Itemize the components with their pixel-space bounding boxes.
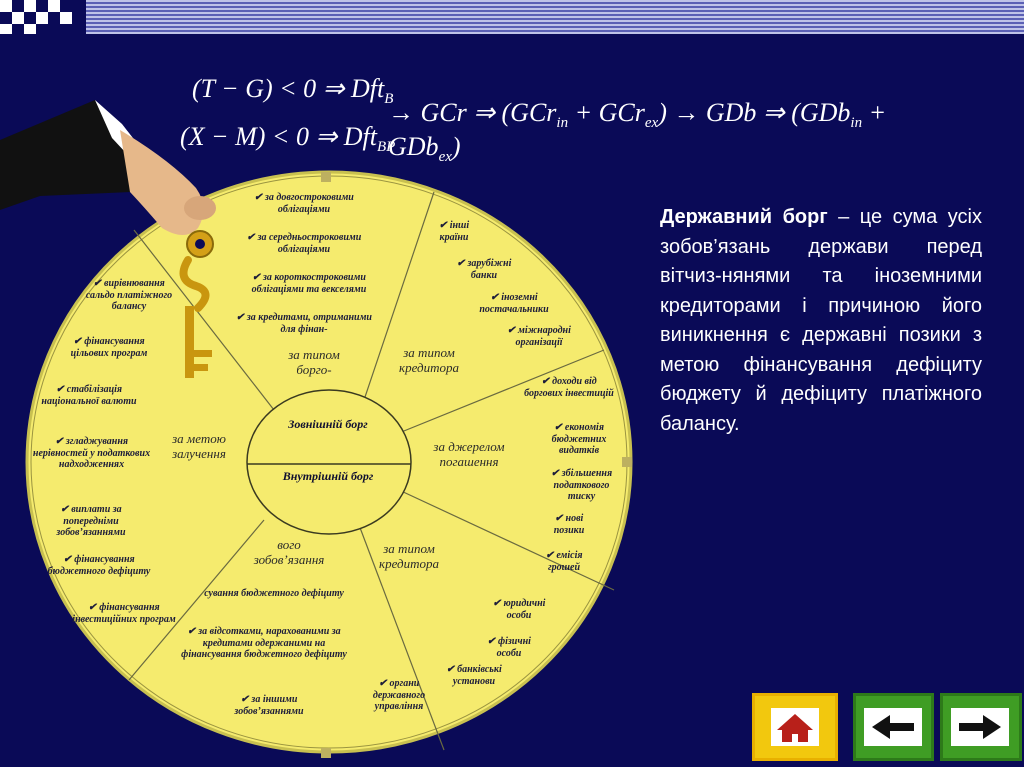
- category-source: за джерелом погашення: [419, 440, 519, 470]
- page-number: 4: [951, 730, 960, 748]
- list-item: ✔ органи державного управління: [359, 678, 439, 713]
- checker-decoration: [0, 0, 80, 34]
- list-item: ✔ фінансування інвестиційних програм: [69, 602, 179, 625]
- list-item: ✔ доходи від боргових інвестицій: [524, 376, 614, 399]
- list-item: ✔ міжнародні організації: [494, 325, 584, 348]
- home-button[interactable]: [752, 693, 838, 761]
- previous-slide-button[interactable]: [853, 693, 934, 761]
- definition-body: – це сума усіх зобов’язань держави перед…: [660, 206, 982, 435]
- list-item: ✔ зарубіжні банки: [449, 258, 519, 281]
- category-creditor-bottom: за типом кредитора: [359, 542, 459, 572]
- list-item: ✔ згладжування нерівностей у податкових …: [29, 436, 154, 471]
- title-bar-decoration: [0, 0, 1024, 34]
- list-item: сування бюджетного дефіциту: [204, 588, 344, 600]
- list-item: ✔ за іншими зобов’язаннями: [214, 694, 324, 717]
- list-item: ✔ збільшення податкового тиску: [539, 468, 624, 503]
- category-purpose: за метою залучення: [154, 432, 244, 462]
- center-internal-debt: Внутрішній борг: [282, 470, 374, 484]
- list-item: ✔ інші країни: [424, 220, 484, 243]
- hand-with-key-icon: [0, 100, 260, 390]
- definition-text: Державний борг – це сума усіх зобов’язан…: [660, 203, 982, 439]
- list-item: ✔ нові позики: [539, 513, 599, 536]
- arrow-left-icon: [856, 696, 931, 758]
- list-item: ✔ економія бюджетних видатків: [534, 422, 624, 457]
- list-item: ✔ фізичні особи: [474, 636, 544, 659]
- category-obligation: вого зобов’язання: [249, 538, 329, 568]
- list-item: ✔ виплати за попередніми зобов’язаннями: [36, 504, 146, 539]
- formula: (T − G) < 0 ⇒ DftB (X − M) < 0 ⇒ DftBP →…: [170, 68, 950, 168]
- list-item: ✔ юридичні особи: [479, 598, 559, 621]
- stripe-decoration: [86, 0, 1024, 34]
- list-item: ✔ фінансування бюджетного дефіциту: [44, 554, 154, 577]
- definition-term: Державний борг: [660, 206, 828, 228]
- center-external-debt: Зовнішній борг: [282, 418, 374, 432]
- list-item: ✔ банківські установи: [429, 664, 519, 687]
- list-item: ✔ за відсотками, нарахованими за кредита…: [174, 626, 354, 661]
- next-slide-button[interactable]: [940, 693, 1022, 761]
- list-item: ✔ іноземні постачальники: [469, 292, 559, 315]
- list-item: ✔ емісія грошей: [534, 550, 594, 573]
- home-icon: [755, 696, 835, 758]
- formula-right: → GCr ⇒ (GCrin + GCrex) → GDb ⇒ (GDbin +…: [388, 98, 950, 166]
- category-borrower: за типом борго-: [279, 348, 349, 378]
- arrow-right-icon: [943, 696, 1019, 758]
- category-creditor-top: за типом кредитора: [384, 346, 474, 376]
